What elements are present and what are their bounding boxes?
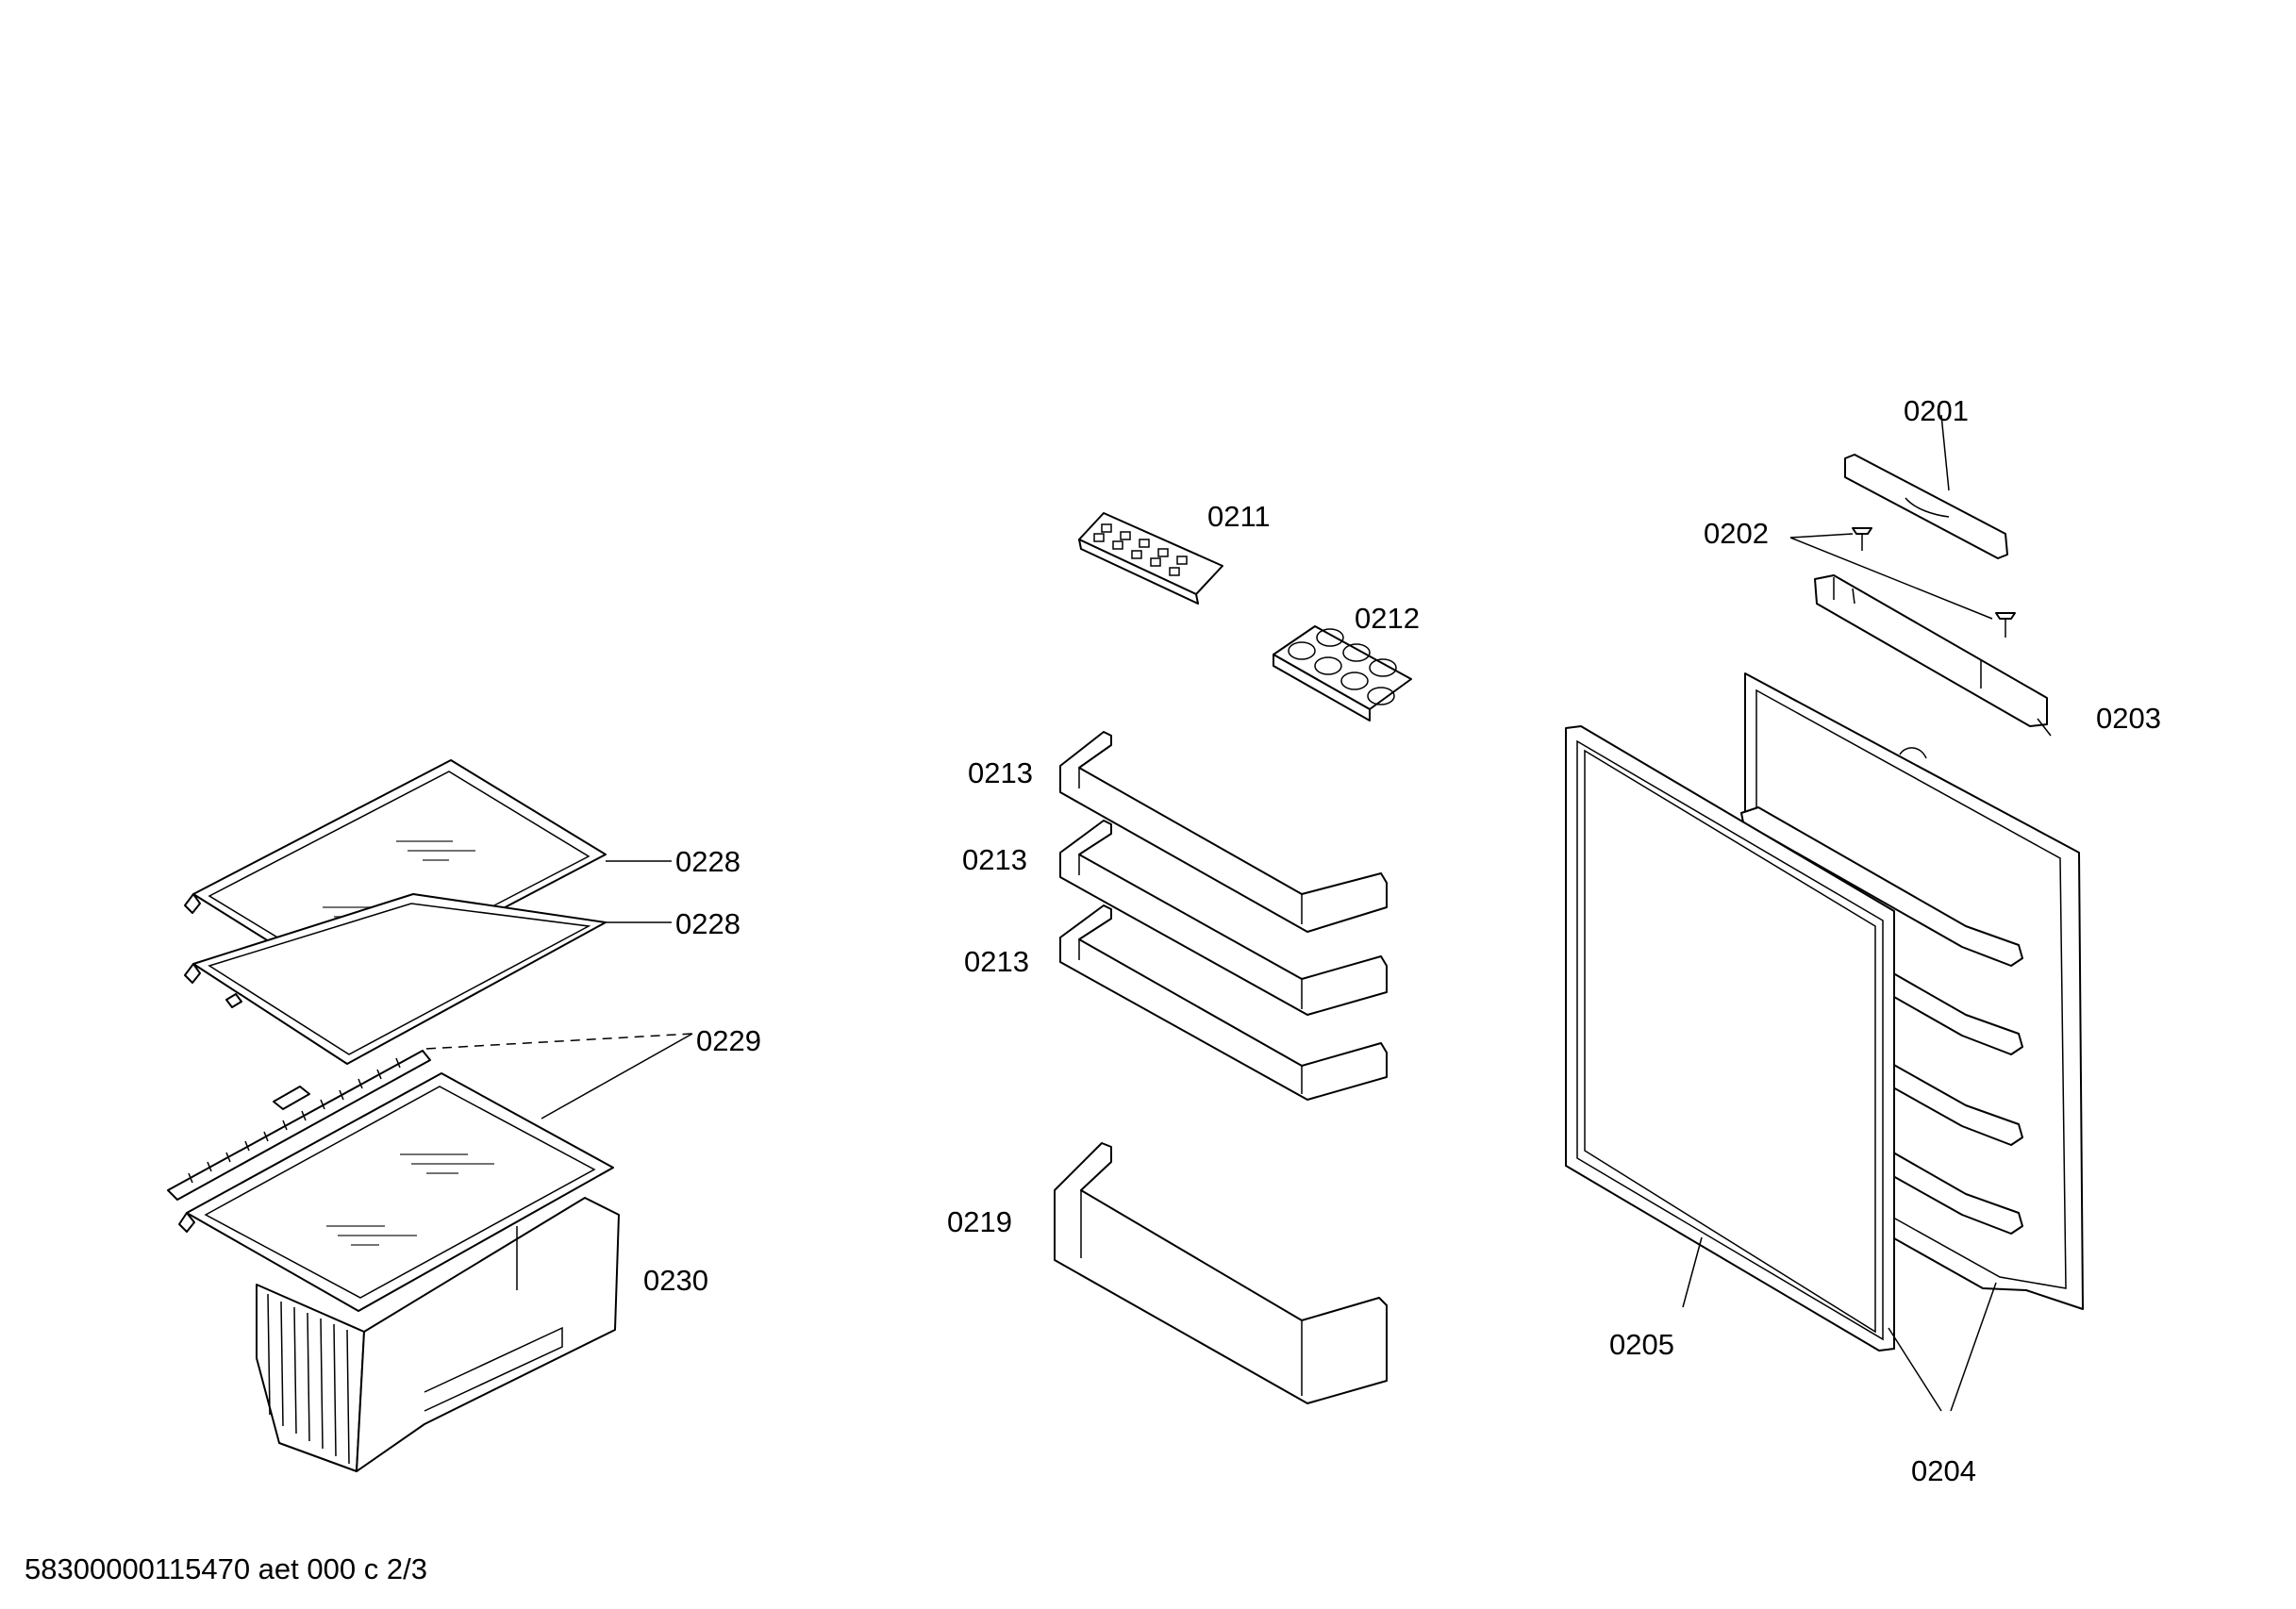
label-0202: 0202 <box>1704 517 1769 550</box>
bottle-shelf[interactable] <box>1054 1142 1388 1404</box>
leader-0229-solid <box>541 1033 693 1120</box>
leader-0205 <box>1682 1236 1703 1308</box>
door-shelf-1[interactable] <box>1059 731 1388 933</box>
label-0213-middle: 0213 <box>962 843 1027 876</box>
label-0228-second: 0228 <box>675 907 740 940</box>
leader-0204-left <box>1888 1327 1942 1412</box>
screw-left[interactable] <box>1852 527 1872 551</box>
label-0230: 0230 <box>643 1264 708 1297</box>
ice-cube-tray[interactable] <box>1078 512 1223 605</box>
label-0203: 0203 <box>2096 702 2161 735</box>
label-0219: 0219 <box>947 1205 1012 1238</box>
label-0228-top: 0228 <box>675 845 740 878</box>
leader-0203 <box>2037 718 2052 737</box>
hinge-bracket[interactable] <box>1814 574 2048 727</box>
glass-shelf-second[interactable] <box>184 893 607 1065</box>
leader-0229-dashed <box>425 1033 693 1050</box>
leader-0204-right <box>1950 1282 1997 1412</box>
door-handle-cover[interactable] <box>1844 454 2008 559</box>
document-footer-code: 58300000115470 aet 000 c 2/3 <box>25 1552 427 1585</box>
door-shelf-2[interactable] <box>1059 820 1388 1016</box>
egg-tray[interactable] <box>1273 625 1412 722</box>
label-0212: 0212 <box>1355 602 1420 635</box>
crisper-drawer[interactable] <box>256 1197 620 1472</box>
glass-shelf-crisper-cover[interactable] <box>178 1072 614 1312</box>
label-0229: 0229 <box>696 1024 761 1057</box>
screw-right[interactable] <box>1995 612 2016 638</box>
label-0213-bottom: 0213 <box>964 945 1029 978</box>
leader-0201 <box>1940 414 1950 491</box>
label-0201: 0201 <box>1904 394 1969 427</box>
label-0211: 0211 <box>1207 500 1271 533</box>
label-0213-top: 0213 <box>968 756 1033 789</box>
label-0205: 0205 <box>1609 1328 1674 1361</box>
shelf-rail[interactable] <box>167 1050 431 1201</box>
door-gasket[interactable] <box>1565 725 1895 1352</box>
label-0204: 0204 <box>1911 1454 1976 1487</box>
door-shelf-3[interactable] <box>1059 904 1388 1101</box>
leader-0202-right <box>1789 537 1993 620</box>
leader-0202-left <box>1789 533 1854 539</box>
